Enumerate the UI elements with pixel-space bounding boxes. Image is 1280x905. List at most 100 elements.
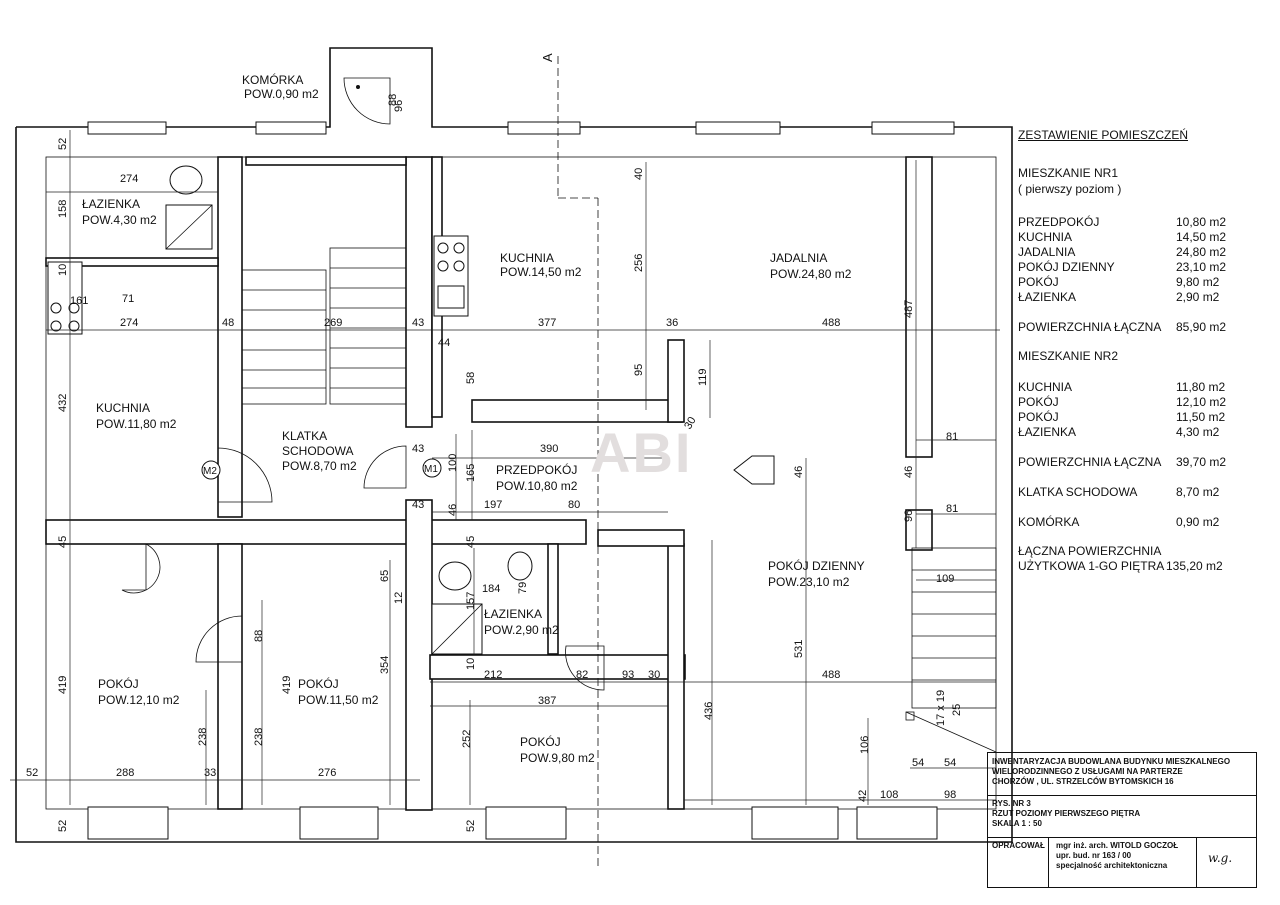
dim: 48 [222,317,234,329]
dim: 88 [253,630,265,642]
room-labels: KOMÓRKA POW.0,90 m2 ŁAZIENKA POW.4,30 m2… [82,72,865,765]
m2-total-name: POWIERZCHNIA ŁĄCZNA [1018,455,1162,469]
dim: 108 [880,789,898,801]
lazienka-mid-name: ŁAZIENKA [484,607,542,621]
m2-row-name: POKÓJ [1018,410,1059,424]
pokoj-3-area: POW.9,80 m2 [520,751,595,765]
m1-row-value: 14,50 m2 [1176,230,1227,244]
doors [121,77,605,691]
m1-row-value: 9,80 m2 [1176,275,1220,289]
dim: 40 [633,168,645,180]
dim: 161 [70,295,88,307]
dim: 93 [622,669,634,681]
project-line-1: INWENTARYZACJA BUDOWLANA BUDYNKU MIESZKA… [992,757,1231,766]
m2-row-value: 11,50 m2 [1176,410,1226,424]
dim: 238 [197,728,209,746]
m1-subtitle: ( pierwszy poziom ) [1018,182,1122,196]
dim: 100 [447,454,459,472]
kuchnia-left-area: POW.11,80 m2 [96,417,177,431]
dim: 269 [324,317,342,329]
dim: 52 [465,820,477,832]
watermark: ABI [590,421,693,484]
pokoj-2-name: POKÓJ [298,676,339,691]
staircase [241,247,997,770]
dim: 33 [204,767,216,779]
dim: 45 [465,536,477,548]
kuchnia-left-name: KUCHNIA [96,401,150,415]
outer-walls [15,47,1013,843]
m2-row-value: 12,10 m2 [1176,395,1227,409]
grand-total-line2: UŻYTKOWA 1-GO PIĘTRA [1018,559,1165,573]
dim: 36 [666,317,678,329]
dim: 46 [903,466,915,478]
m2-row-name: POKÓJ [1018,395,1059,409]
dim: 98 [944,789,956,801]
dim: 10 [465,658,477,670]
dim: 45 [57,536,69,548]
project-line-2: WIELORODZINNEGO Z USŁUGAMI NA PARTERZE [992,767,1183,776]
m1-row-name: ŁAZIENKA [1018,290,1077,304]
m1-row-name: JADALNIA [1018,245,1076,259]
m1-row-value: 10,80 m2 [1176,215,1227,229]
dim: 95 [633,364,645,376]
dim: 17 x 19 [935,690,947,726]
dim: 71 [122,293,134,305]
dim: 158 [57,200,69,218]
m1-row-value: 2,90 m2 [1176,290,1220,304]
dim: 387 [538,695,556,707]
dim: 25 [951,704,963,716]
dim: 58 [465,372,477,384]
m2-row-value: 4,30 m2 [1176,425,1220,439]
klatka-area: POW.8,70 m2 [282,459,357,473]
przedpokoj-name: PRZEDPOKÓJ [496,462,577,477]
dimension-lines [10,130,1000,805]
dim: 377 [538,317,556,329]
m2-total-value: 39,70 m2 [1176,455,1227,469]
dim: 106 [859,736,871,754]
drawing-line-2: RZUT POZIOMY PIERWSZEGO PIĘTRA [992,809,1141,818]
dim: 488 [822,669,840,681]
m1-total-name: POWIERZCHNIA ŁĄCZNA [1018,320,1162,334]
dim: 52 [57,138,69,150]
m2-row-value: 11,80 m2 [1176,380,1226,394]
dim: 43 [412,443,424,455]
dim: 10 [57,264,69,276]
pokoj-dzienny-area: POW.23,10 m2 [768,575,850,589]
m1-row-name: KUCHNIA [1018,230,1073,244]
author-line-3: specjalność architektoniczna [1056,861,1168,870]
jadalnia-name: JADALNIA [770,251,827,265]
dim: 276 [318,767,336,779]
meter-m1: M1 [424,464,438,475]
section-marker: A [540,53,555,62]
summary-title: ZESTAWIENIE POMIESZCZEŃ [1018,128,1189,142]
dim: 488 [822,317,840,329]
dim: 96 [903,510,915,522]
divider [1048,837,1049,887]
pokoj-1-name: POKÓJ [98,676,139,691]
m1-row-name: PRZEDPOKÓJ [1018,215,1100,229]
dim: 80 [568,499,580,511]
drawing-line-3: SKALA 1 : 50 [992,819,1042,828]
dim: 54 [944,757,956,769]
dim: 288 [116,767,134,779]
title-block: INWENTARYZACJA BUDOWLANA BUDYNKU MIESZKA… [987,752,1257,888]
windows [87,121,955,840]
pokoj-2-area: POW.11,50 m2 [298,693,379,707]
dim: 238 [253,728,265,746]
signature: w.g. [1208,851,1233,865]
dim: 82 [576,669,588,681]
author-line-1: mgr inż. arch. WITOLD GOCZOŁ [1056,841,1179,850]
dim: 44 [438,337,450,349]
klatka-total-name: KLATKA SCHODOWA [1018,485,1138,499]
divider [988,837,1256,838]
dim: 46 [793,466,805,478]
section-line-a: A [540,53,599,870]
klatka-name: KLATKA [282,429,327,443]
m1-row-value: 24,80 m2 [1176,245,1227,259]
drawing-line-1: RYS. NR 3 [992,799,1031,808]
dim: 81 [946,503,958,515]
kuchnia-mid-area: POW.14,50 m2 [500,265,582,279]
lazienka-top-name: ŁAZIENKA [82,197,140,211]
dim: 88 [387,94,399,106]
dim: 436 [703,702,715,720]
